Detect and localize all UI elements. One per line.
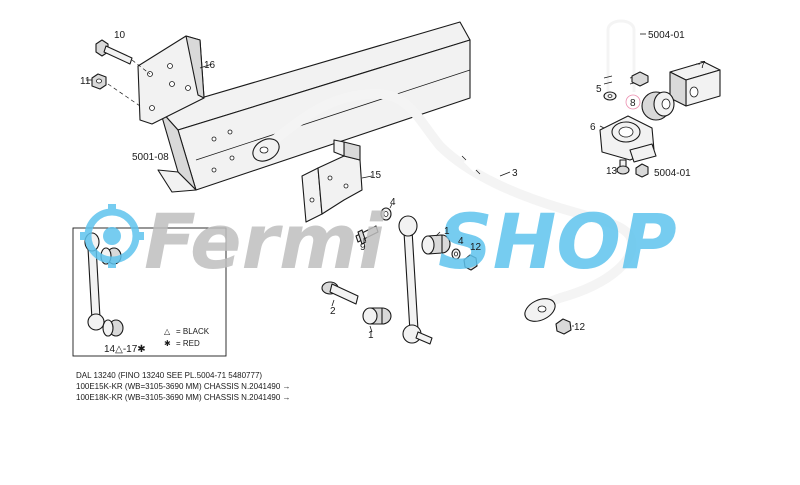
legend-symbol-black: △	[164, 327, 171, 336]
support-bracket-6	[599, 115, 657, 163]
nut-12-lower	[555, 318, 572, 335]
callout-4-upper: 4	[390, 197, 396, 208]
watermark-part1: Fermi	[144, 197, 385, 286]
callout-3: 3	[512, 168, 518, 179]
callout-6: 6	[590, 122, 596, 133]
callout-7: 7	[700, 60, 706, 71]
callout-labels: 10 11 16 5001-08 15 4 3 1 4 12 9 2 1 12 …	[80, 30, 706, 341]
bolt-2	[321, 281, 359, 305]
ref-5004-01-bottom: 5004-01	[654, 168, 691, 179]
note-line-1: DAL 13240 (FINO 13240 SEE PL.5004-71 548…	[76, 371, 262, 380]
callout-10: 10	[114, 30, 126, 41]
note-line-2: 100E15K-KR (WB=3105-3690 MM) CHASSIS N.2…	[76, 382, 291, 391]
inset-texts: 14△-17✱ △ = BLACK ✱ = RED	[104, 327, 210, 355]
legend-symbol-red: ✱	[164, 339, 171, 348]
callout-1-upper: 1	[444, 226, 450, 237]
bracket-plate-16	[137, 35, 205, 125]
fermishop-watermark: Fermi SHOP	[80, 197, 677, 286]
bolt-9	[355, 225, 379, 245]
stabilizer-bar-3	[252, 89, 637, 322]
callout-12-lower: 12	[574, 322, 586, 333]
callout-13: 13	[606, 166, 618, 177]
callout-15: 15	[370, 170, 382, 181]
callout-16: 16	[204, 60, 216, 71]
ref-5004-01-top: 5004-01	[648, 30, 685, 41]
rubber-bushing-8	[641, 91, 675, 121]
inset-qty-label: 14△-17✱	[104, 344, 146, 355]
callout-5: 5	[596, 84, 602, 95]
callout-8: 8	[630, 98, 636, 109]
bushing-1-upper	[421, 234, 451, 255]
washer-5	[603, 91, 617, 101]
washer-4-lower	[451, 248, 461, 260]
callout-11: 11	[80, 76, 91, 87]
ref-5001-08: 5001-08	[132, 152, 169, 163]
nut-12-upper	[463, 254, 478, 271]
bolt-10	[95, 39, 133, 65]
highlight-ring	[625, 94, 641, 110]
watermark-gear-icon	[80, 204, 144, 268]
legend-text-black: = BLACK	[176, 327, 210, 336]
callout-12-upper: 12	[470, 242, 482, 253]
clamp-block-7	[669, 61, 721, 107]
callout-4-lower: 4	[458, 236, 464, 247]
chassis-frame-rail	[157, 21, 471, 193]
callout-2: 2	[330, 306, 336, 317]
watermark-part2: SHOP	[438, 197, 677, 286]
legend-text-red: = RED	[176, 339, 200, 348]
callout-1-lower: 1	[368, 330, 374, 341]
washer-4-upper	[380, 207, 392, 221]
nut-top	[631, 71, 649, 87]
applicability-notes: DAL 13240 (FINO 13240 SEE PL.5004-71 548…	[76, 371, 291, 402]
bolt-13	[616, 159, 630, 175]
nut-11	[91, 73, 107, 90]
mounting-bracket-15	[301, 139, 363, 223]
nut-5004	[635, 163, 649, 178]
drop-link-rod	[398, 215, 433, 345]
inset-panel	[72, 227, 227, 357]
callout-9: 9	[360, 242, 366, 253]
bushing-1-lower	[362, 307, 392, 325]
note-line-3: 100E18K-KR (WB=3105-3690 MM) CHASSIS N.2…	[76, 393, 291, 402]
